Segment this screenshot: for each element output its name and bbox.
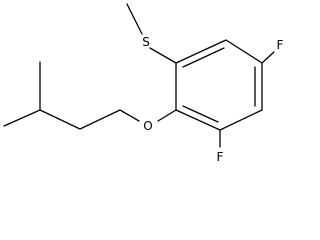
bond-oxygen-chain [119, 109, 140, 122]
chain-bond-4 [3, 109, 41, 127]
ring-bond-1 [175, 39, 227, 64]
ring-bond-5 [175, 109, 221, 131]
molecule-diagram: S O F F [3, 3, 284, 164]
fluorine-bottom-atom-label: F [217, 150, 224, 164]
ring-bond-1-inner [182, 47, 225, 68]
bond-ring-fluorine-right [261, 51, 275, 64]
fluorine-right-atom-label: F [277, 38, 284, 52]
bond-sulfur-ring [149, 47, 177, 64]
ring-bond-5-inner [182, 105, 219, 123]
chain-bond-1 [79, 109, 121, 130]
bond-methyl-sulfur [126, 3, 143, 35]
chain-bond-2 [39, 109, 81, 130]
ring-bond-4 [219, 109, 263, 131]
bond-ring-oxygen [157, 109, 177, 122]
oxygen-atom-label: O [143, 119, 152, 133]
structure-canvas: S O F F [3, 3, 284, 164]
ring-bond-2 [225, 39, 263, 64]
sulfur-atom-label: S [142, 35, 150, 49]
